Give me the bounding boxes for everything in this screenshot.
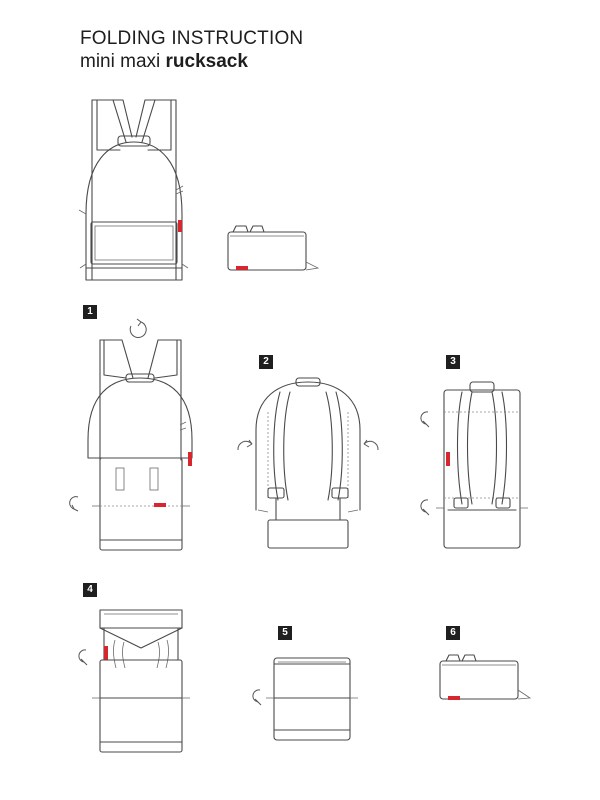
step-6-illustration bbox=[439, 654, 532, 700]
overview-folded-pouch-illustration bbox=[227, 225, 320, 271]
overview-rucksack-illustration bbox=[78, 99, 189, 281]
step-badge-4: 4 bbox=[83, 583, 97, 597]
page-subtitle: mini maxi rucksack bbox=[80, 50, 303, 74]
step-badge-2: 2 bbox=[259, 355, 273, 369]
step-badge-5: 5 bbox=[278, 626, 292, 640]
page-title: FOLDING INSTRUCTION bbox=[80, 28, 304, 49]
step-2-illustration bbox=[237, 377, 379, 549]
subtitle-regular: mini maxi bbox=[80, 51, 166, 72]
step-4-illustration bbox=[78, 609, 190, 753]
step-5-illustration bbox=[252, 657, 358, 741]
step-badge-3: 3 bbox=[446, 355, 460, 369]
step-3-illustration bbox=[420, 381, 528, 549]
subtitle-bold: rucksack bbox=[165, 51, 248, 72]
step-badge-1: 1 bbox=[83, 305, 97, 319]
step-badge-6: 6 bbox=[446, 626, 460, 640]
step-1-illustration bbox=[69, 318, 193, 551]
title-block: FOLDING INSTRUCTION mini maxi rucksack bbox=[80, 28, 303, 74]
